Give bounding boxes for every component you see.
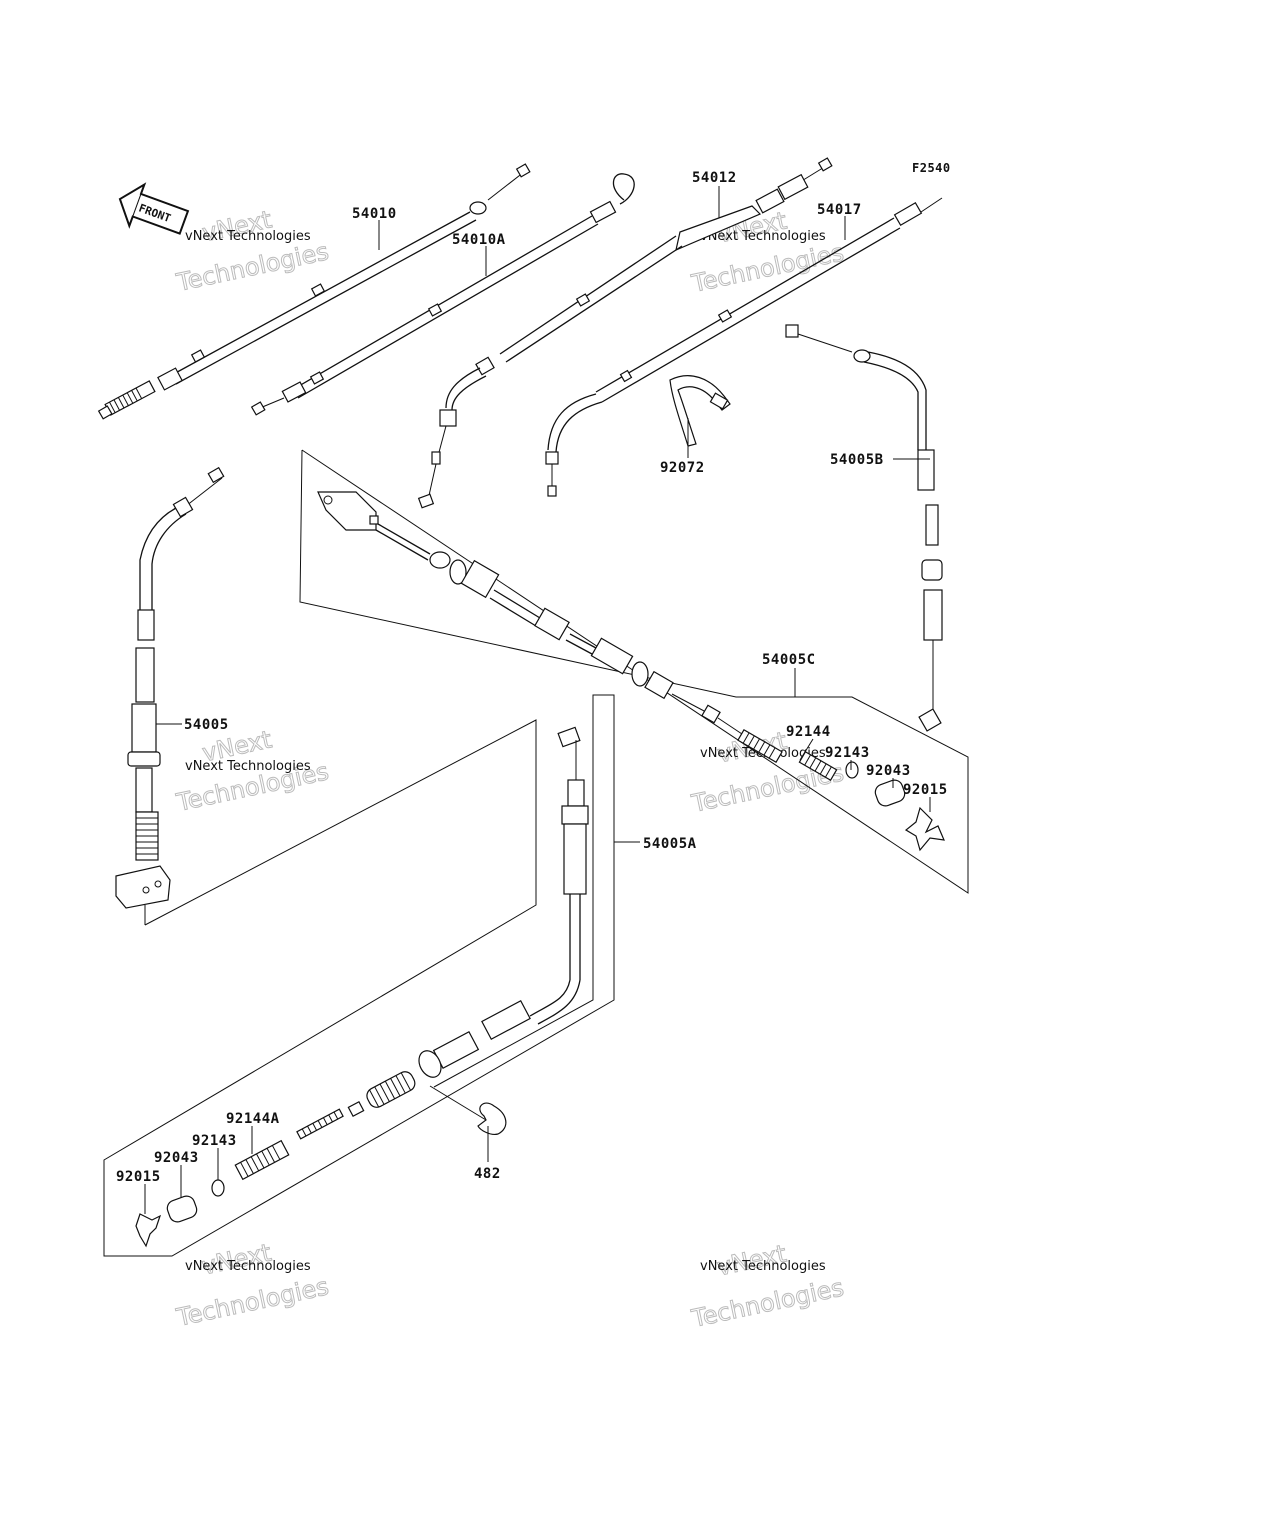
part-label: 54005	[184, 717, 229, 733]
part-label: 92043	[154, 1150, 199, 1166]
part-label: 54017	[817, 202, 862, 218]
part-label: 54012	[692, 170, 737, 186]
part-label: 54005A	[643, 836, 697, 852]
part-label: 54005B	[830, 452, 884, 468]
part-label: 92015	[116, 1169, 161, 1185]
part-label: 54010	[352, 206, 397, 222]
part-label: 54010A	[452, 232, 506, 248]
part-label: 482	[474, 1166, 501, 1182]
svg-text:Technologies: Technologies	[689, 238, 847, 298]
watermark: vNext Technologies	[185, 759, 311, 774]
svg-text:Technologies: Technologies	[173, 1272, 331, 1332]
cable-54010	[97, 163, 531, 420]
part-label: 92144	[786, 724, 831, 740]
watermark: vNext Technologies	[185, 1259, 311, 1274]
callouts	[144, 186, 931, 1214]
band-92072	[669, 375, 731, 447]
watermark: vNext Technologies	[185, 229, 311, 244]
watermark: Technologies vNext	[688, 1239, 847, 1333]
svg-text:Technologies: Technologies	[173, 237, 331, 297]
part-label: 92043	[866, 763, 911, 779]
panel-54005c	[299, 449, 969, 894]
svg-text:Technologies: Technologies	[689, 1273, 847, 1333]
panel-54005a	[103, 694, 615, 1257]
watermark: Technologies vNext	[173, 1238, 332, 1332]
part-label: 54005C	[762, 652, 816, 668]
figure-code: F2540	[912, 161, 951, 175]
part-label: 92143	[192, 1133, 237, 1149]
front-arrow-icon: FRONT	[118, 182, 190, 235]
cable-54017	[545, 197, 943, 497]
cable-54005b	[785, 324, 943, 732]
cable-54012	[417, 157, 833, 509]
cable-54010a	[250, 173, 635, 416]
part-label: 92143	[825, 745, 870, 761]
cable-54005	[115, 466, 225, 909]
watermark: vNext Technologies	[700, 1259, 826, 1274]
part-label: 92015	[903, 782, 948, 798]
watermark: Technologies vNext	[173, 205, 332, 298]
watermark: vNext Technologies	[700, 229, 826, 244]
part-label: 92144A	[226, 1111, 280, 1127]
part-label: 92072	[660, 460, 705, 476]
